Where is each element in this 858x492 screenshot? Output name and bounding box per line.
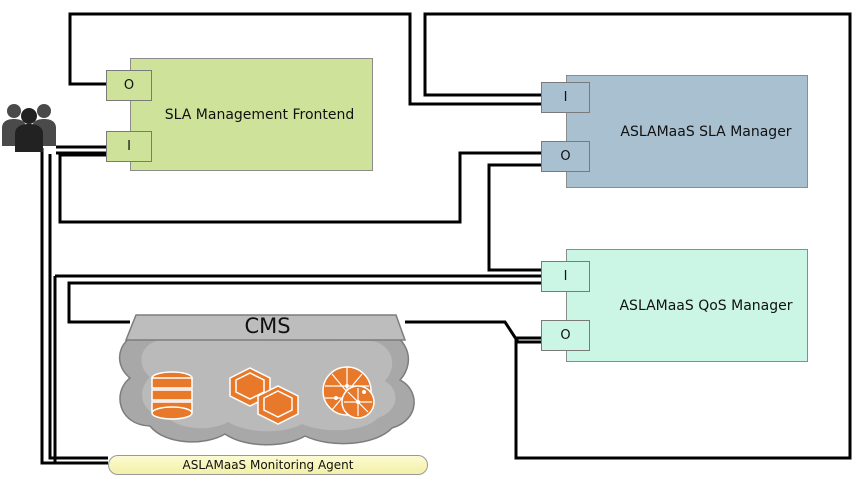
wire-sla-out-to-frontend: [58, 151, 541, 224]
qos-manager-title: ASLAMaaS QoS Manager: [619, 297, 793, 314]
cms-title: CMS: [244, 314, 291, 338]
frontend-out-port: O: [106, 70, 152, 101]
aslamaas-sla-manager: ASLAMaaS SLA Manager: [566, 75, 808, 188]
sla-manager-in-port: I: [541, 82, 590, 113]
wire-qos-in-to-cms: [67, 281, 541, 324]
database-icon: [151, 371, 193, 420]
wire-cms-to-qos-out: [405, 320, 541, 344]
users-group-icon: [2, 104, 56, 152]
wire-users-left-drop-2: [48, 154, 108, 460]
cms-header-bar: [124, 314, 407, 341]
sla-manager-title: ASLAMaaS SLA Manager: [620, 123, 792, 140]
frontend-in-port: I: [106, 131, 152, 162]
stacked-boxes-icon: [229, 367, 299, 425]
sla-manager-out-port: O: [541, 141, 590, 172]
wire-frontend-out-loop: [68, 12, 541, 106]
wire-agent-to-qos: [53, 274, 541, 463]
sla-management-frontend: SLA Management Frontend: [130, 58, 373, 171]
qos-manager-out-port: O: [541, 320, 590, 351]
monitoring-agent: ASLAMaaS Monitoring Agent: [108, 455, 428, 475]
wire-users-left-drop: [40, 148, 108, 465]
aslamaas-qos-manager: ASLAMaaS QoS Manager: [566, 249, 808, 362]
globe-network-icon: [322, 366, 375, 419]
wire-sla-outer-loop: [423, 12, 852, 460]
wire-sla-out-to-qos: [487, 163, 541, 272]
frontend-title: SLA Management Frontend: [164, 106, 355, 123]
qos-manager-in-port: I: [541, 261, 590, 292]
